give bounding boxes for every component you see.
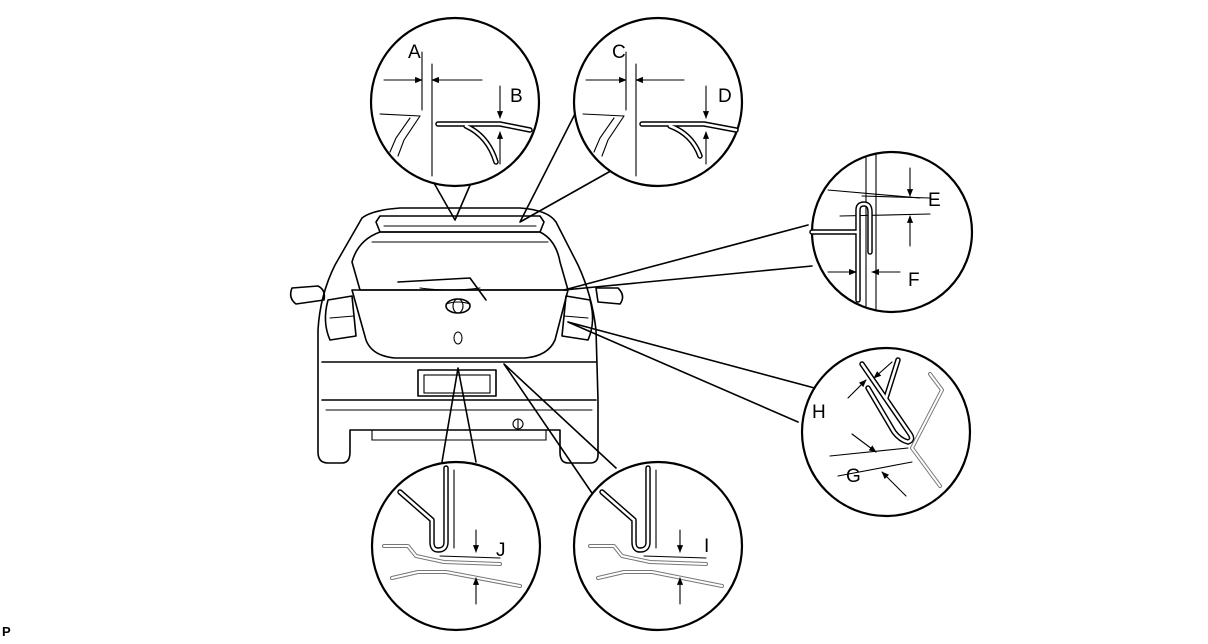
detail-circle-j: J [370, 460, 542, 632]
detail-circle-a-b: A B [369, 16, 541, 188]
label-c: C [612, 42, 626, 63]
label-d: D [718, 86, 732, 107]
detail-circle-i: I [572, 460, 744, 632]
leader-lines [429, 107, 823, 497]
label-f: F [908, 270, 920, 291]
label-e: E [928, 190, 941, 211]
label-a: A [408, 42, 421, 63]
label-b: B [510, 86, 523, 107]
detail-circle-e-f: E F [809, 150, 974, 314]
corner-mark: P [2, 624, 11, 639]
detail-circle-c-d: C D [572, 16, 744, 188]
label-h: H [812, 402, 826, 423]
label-i: I [704, 536, 709, 557]
detail-circle-h-g: H G [800, 346, 972, 518]
label-g: G [846, 466, 861, 487]
car-rear-view [289, 207, 624, 464]
label-j: J [496, 540, 506, 561]
